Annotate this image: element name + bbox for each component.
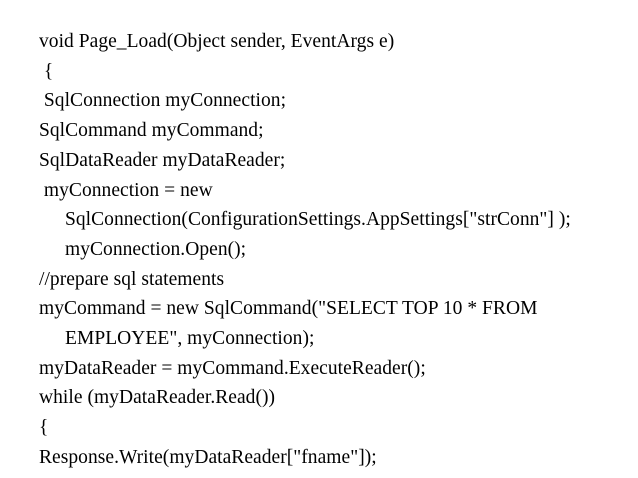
code-line: SqlDataReader myDataReader; xyxy=(39,149,286,171)
code-line: myDataReader = myCommand.ExecuteReader()… xyxy=(39,357,426,379)
code-block: void Page_Load(Object sender, EventArgs … xyxy=(34,27,600,473)
code-line: SqlCommand myCommand; xyxy=(39,120,264,142)
code-line: myCommand = new SqlCommand("SELECT TOP 1… xyxy=(39,298,543,350)
code-line: { xyxy=(39,60,54,82)
code-line: while (myDataReader.Read()) xyxy=(39,387,276,409)
code-line: Response.Write(myDataReader["fname"]); xyxy=(39,446,377,468)
code-line: void Page_Load(Object sender, EventArgs … xyxy=(39,31,395,52)
code-line: //prepare sql statements xyxy=(39,268,225,290)
code-line: SqlConnection myConnection; xyxy=(39,90,287,112)
code-line: myConnection = new SqlConnection(Configu… xyxy=(39,179,576,260)
code-line: { xyxy=(39,417,49,439)
